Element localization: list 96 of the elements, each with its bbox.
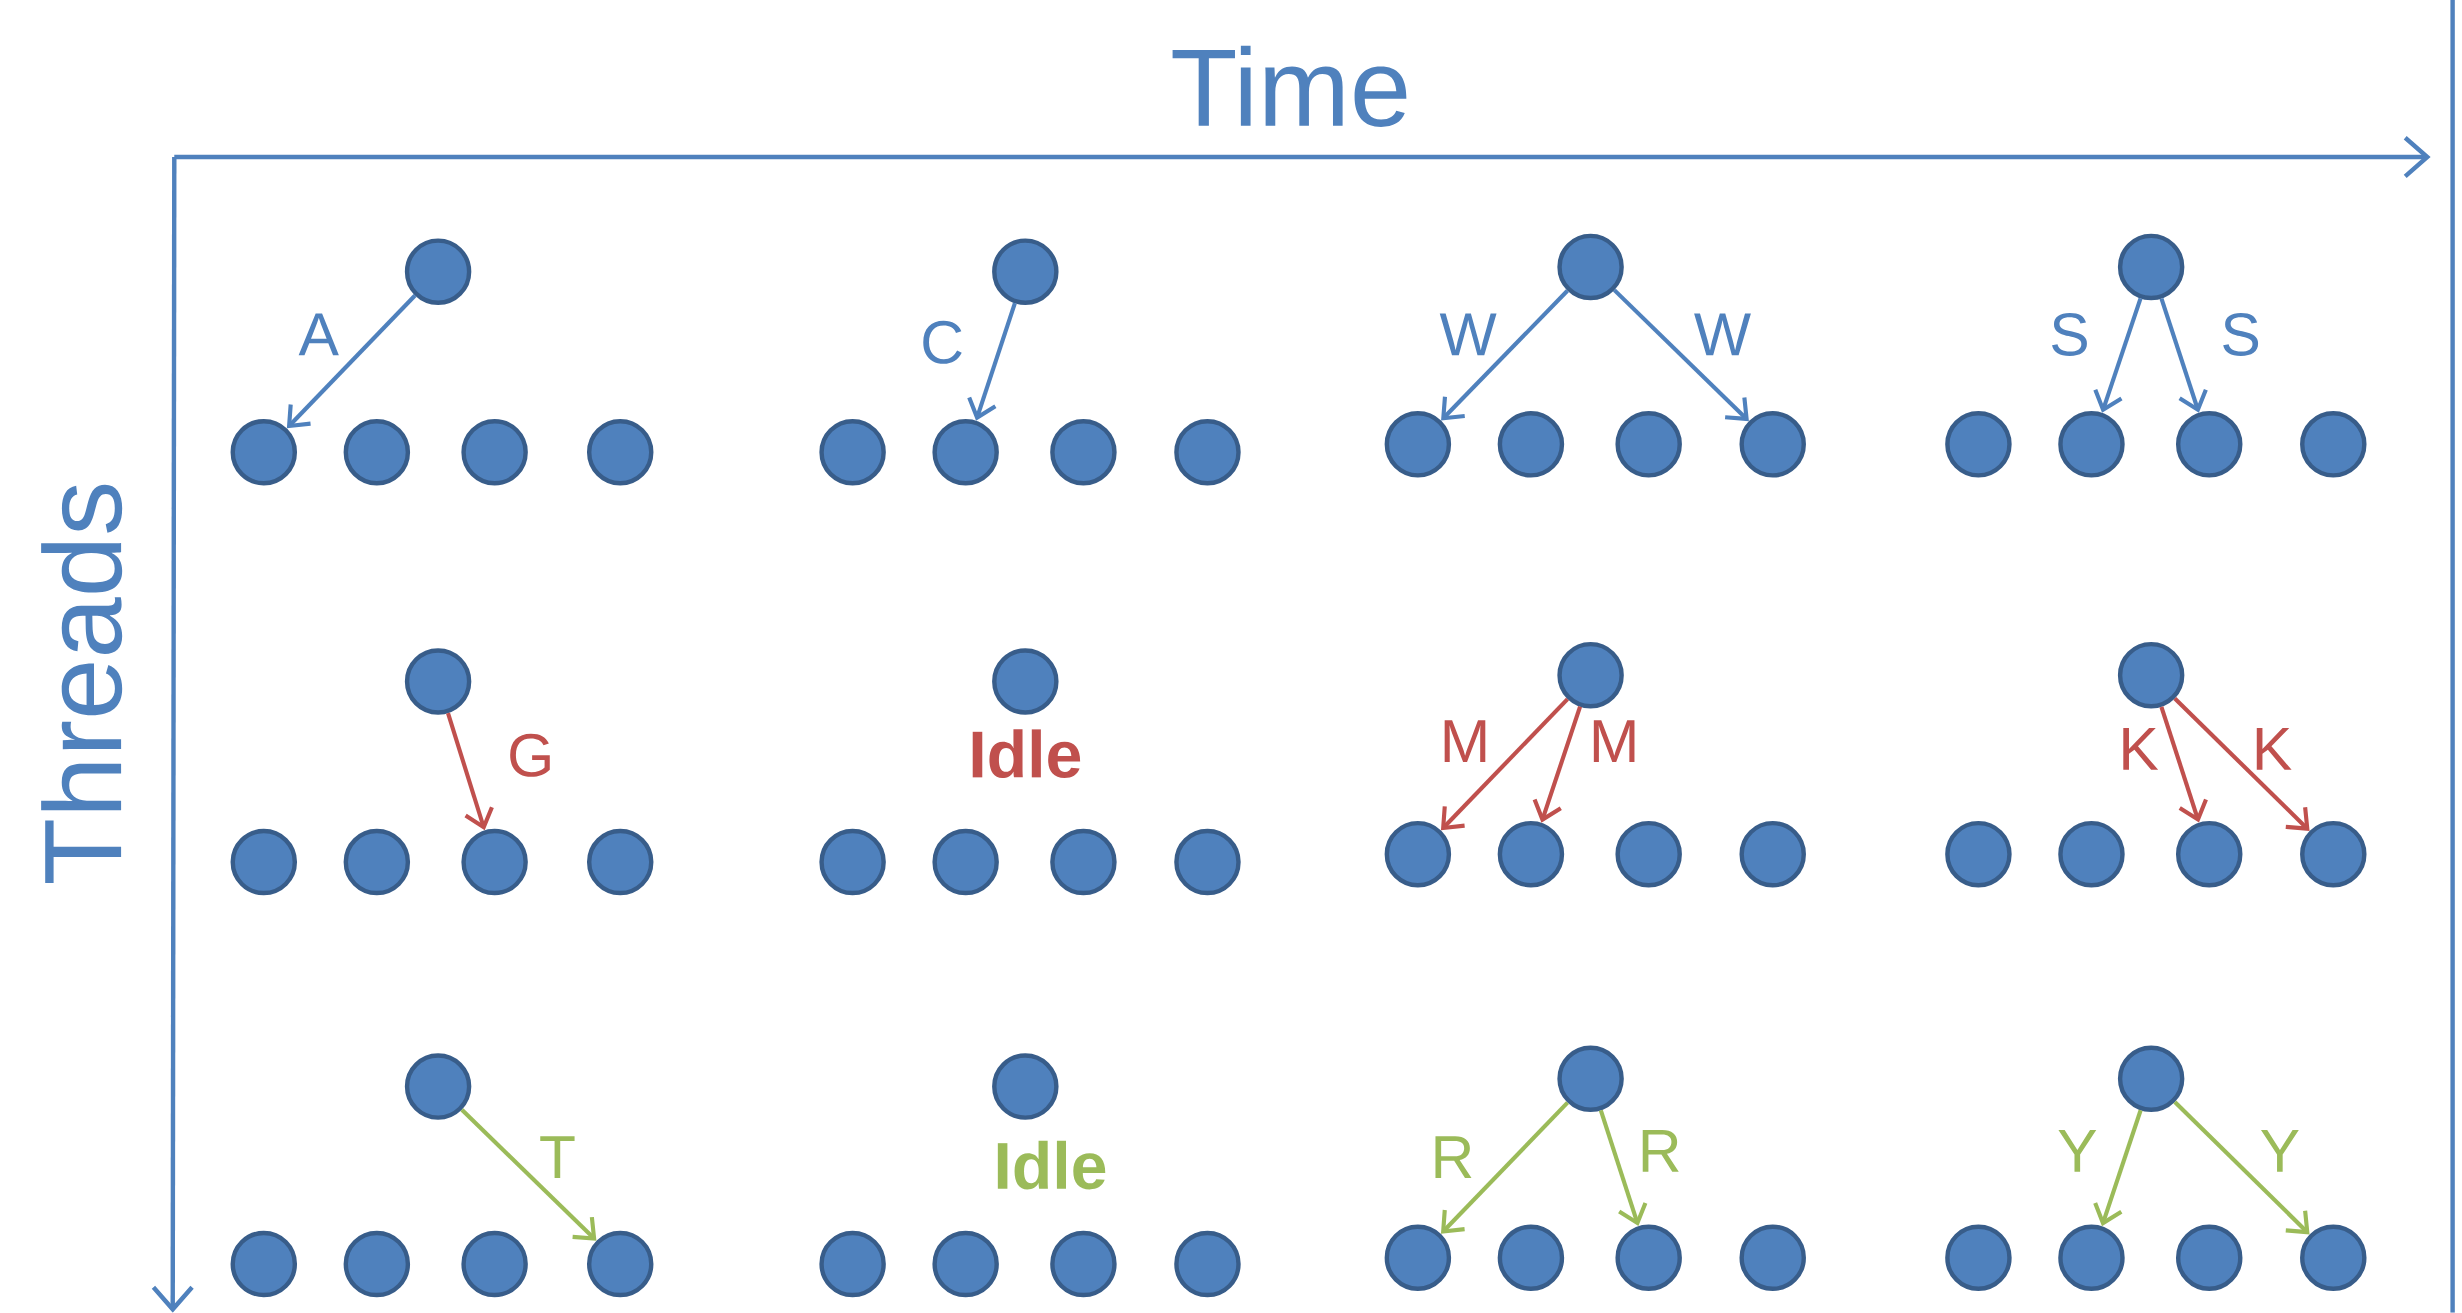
edge-label: T xyxy=(540,1136,575,1179)
thread-circle xyxy=(404,238,472,306)
thread-circle xyxy=(819,828,886,896)
edge-label: R xyxy=(1435,1136,1472,1179)
arrow xyxy=(967,302,1017,421)
idle-label: Idle xyxy=(997,1140,1106,1190)
edge-label: S xyxy=(2223,313,2259,357)
thread-circle xyxy=(992,648,1059,715)
thread-circle xyxy=(587,1230,654,1298)
thread-circle xyxy=(230,419,298,486)
arrow xyxy=(1532,706,1583,823)
thread-circle xyxy=(1615,411,1682,478)
thread-circle xyxy=(2117,233,2185,301)
thread-circle xyxy=(1497,411,1565,478)
arrow xyxy=(2159,706,2208,823)
axis-label: Time xyxy=(1172,46,1407,128)
thread-circle xyxy=(2300,821,2367,888)
edge-label: K xyxy=(2256,728,2292,771)
thread-circle xyxy=(343,1230,411,1298)
edge-label: S xyxy=(2052,313,2087,357)
edge-label: C xyxy=(923,320,962,364)
thread-circle xyxy=(1497,821,1565,888)
thread-circle xyxy=(587,828,654,896)
arrow xyxy=(1440,697,1569,831)
thread-circle xyxy=(819,419,886,486)
thread-circle xyxy=(2176,411,2243,478)
thread-circle xyxy=(404,1053,472,1120)
thread-circle xyxy=(2176,1224,2243,1292)
thread-circle xyxy=(587,419,654,486)
arrow xyxy=(446,712,494,831)
arrow xyxy=(460,1108,597,1241)
thread-circle xyxy=(1739,821,1806,888)
thread-circle xyxy=(1615,821,1682,888)
thread-circle xyxy=(1739,411,1806,478)
arrow xyxy=(2093,297,2143,414)
thread-circle xyxy=(1050,419,1117,486)
thread-circle xyxy=(1557,233,1624,301)
thread-circle xyxy=(1557,1045,1624,1113)
edge-label: W xyxy=(1439,313,1497,356)
thread-circle xyxy=(1384,821,1452,888)
thread-circle xyxy=(1497,1224,1565,1292)
thread-circle xyxy=(2058,411,2125,478)
thread-circle xyxy=(461,419,528,486)
thread-circle xyxy=(932,828,999,896)
edge-label: M xyxy=(1444,720,1486,763)
thread-circle xyxy=(1945,411,2012,478)
thread-circle xyxy=(2176,821,2243,888)
thread-circle xyxy=(992,1053,1059,1120)
thread-circle xyxy=(461,828,528,896)
edge-label: R xyxy=(1642,1130,1679,1172)
thread-circle xyxy=(1174,1230,1241,1298)
thread-circle xyxy=(1174,419,1241,486)
arrow xyxy=(286,294,417,429)
thread-circle xyxy=(2300,411,2367,478)
thread-circle xyxy=(461,1230,528,1298)
arrow xyxy=(1441,289,1569,421)
thread-circle xyxy=(1945,1224,2012,1292)
edge-label: Y xyxy=(2058,1130,2097,1172)
edge-label: K xyxy=(2123,728,2159,771)
thread-circle xyxy=(932,419,999,486)
thread-circle xyxy=(343,828,411,896)
thread-circle xyxy=(1174,828,1241,896)
thread-circle xyxy=(2058,821,2125,888)
thread-circle xyxy=(819,1230,886,1298)
thread-circle xyxy=(1050,828,1117,896)
thread-circle xyxy=(1615,1224,1682,1292)
thread-circle xyxy=(2058,1224,2125,1292)
edge-label: G xyxy=(510,733,550,777)
arrow xyxy=(2159,298,2208,413)
edge-label: M xyxy=(1593,720,1635,763)
thread-circle xyxy=(2117,1045,2185,1113)
thread-circle xyxy=(230,1230,298,1298)
arrow xyxy=(1440,1101,1569,1234)
edge-label: W xyxy=(1694,313,1751,356)
edge-label: Y xyxy=(2261,1130,2299,1172)
edge-label: A xyxy=(298,313,339,356)
thread-circle xyxy=(2300,1224,2367,1292)
axis-label: Threads xyxy=(41,484,123,884)
thread-circle xyxy=(1945,821,2012,888)
thread-circle xyxy=(1384,411,1452,478)
thread-circle xyxy=(992,238,1059,306)
thread-circle xyxy=(404,648,472,715)
idle-label: Idle xyxy=(972,729,1081,779)
thread-circle xyxy=(932,1230,999,1298)
arrow xyxy=(2173,1100,2310,1235)
arrow xyxy=(2093,1109,2143,1227)
thread-circle xyxy=(1050,1230,1117,1298)
thread-circle xyxy=(343,419,411,486)
arrow xyxy=(1598,1109,1648,1227)
arrow xyxy=(1612,288,1749,422)
arrow xyxy=(2173,697,2310,832)
thread-circle xyxy=(1739,1224,1806,1292)
thread-circle xyxy=(2117,642,2185,709)
thread-circle xyxy=(1557,642,1624,709)
thread-circle xyxy=(230,828,298,896)
thread-circle xyxy=(1384,1224,1452,1292)
